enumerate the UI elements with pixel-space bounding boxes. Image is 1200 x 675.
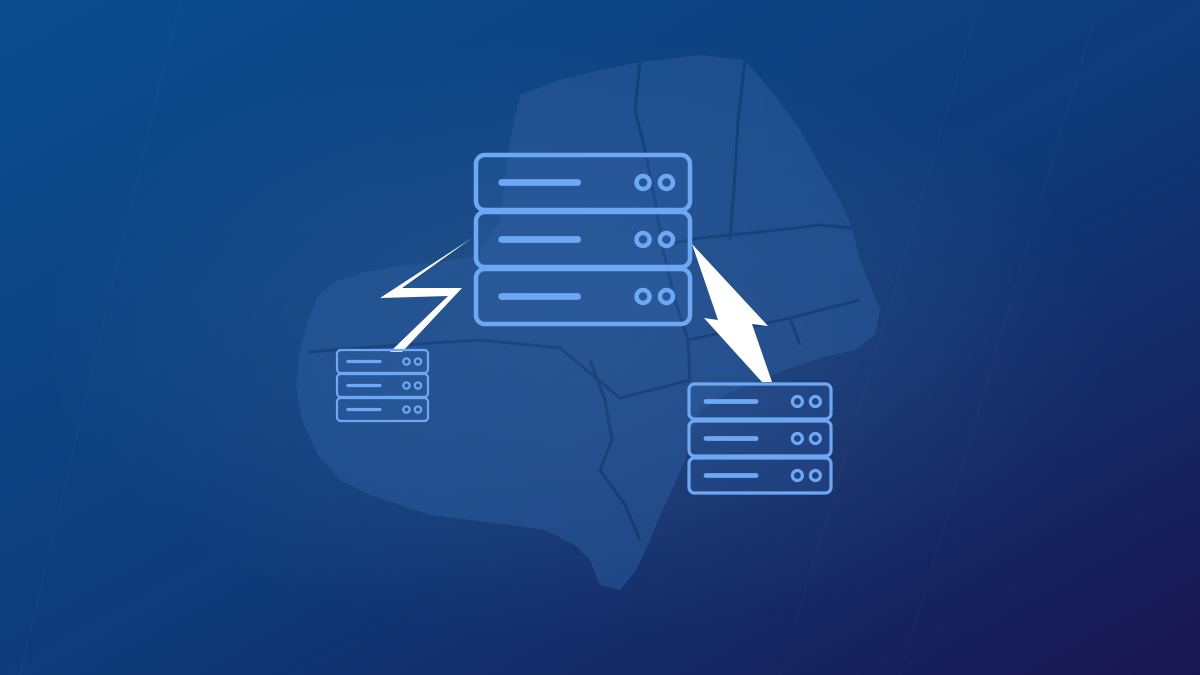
server-indicator-light xyxy=(657,230,676,249)
server-indicator-light xyxy=(413,405,423,414)
server-unit xyxy=(687,456,833,495)
server-indicator-light xyxy=(808,468,822,483)
server-indicator-light xyxy=(413,381,423,390)
server-rack-icon xyxy=(687,382,833,495)
server-unit xyxy=(687,419,833,458)
server-indicator-light xyxy=(808,431,822,446)
server-unit xyxy=(473,152,693,213)
background-streaks xyxy=(19,0,1101,675)
server-unit-frame xyxy=(473,266,693,327)
server-indicator-light xyxy=(402,381,411,390)
lightning-bolt-icon xyxy=(380,238,472,352)
server-indicator-light xyxy=(402,405,411,414)
server-unit xyxy=(335,396,430,423)
server-indicator-light xyxy=(413,357,423,366)
server-unit-frame xyxy=(335,396,430,423)
server-indicator-light xyxy=(634,287,652,306)
server-indicator-light xyxy=(808,394,822,409)
server-unit xyxy=(335,348,430,375)
server-indicator-light xyxy=(790,468,804,483)
server-rack-icon xyxy=(335,348,430,423)
server-unit-frame xyxy=(687,456,833,495)
server-unit xyxy=(687,382,833,421)
connections xyxy=(380,238,772,382)
server-indicator-light xyxy=(790,431,804,446)
servers xyxy=(335,152,833,495)
server-unit xyxy=(473,266,693,327)
server-indicator-light xyxy=(657,173,676,192)
server-unit-frame xyxy=(687,382,833,421)
map-state-borders xyxy=(307,59,861,541)
server-unit-frame xyxy=(687,419,833,458)
lightning-bolt-icon xyxy=(692,244,772,382)
server-indicator-light xyxy=(790,394,804,409)
server-indicator-light xyxy=(634,173,652,192)
server-rack-icon xyxy=(473,152,693,327)
server-unit xyxy=(335,372,430,399)
server-indicator-light xyxy=(634,230,652,249)
server-indicator-light xyxy=(402,357,411,366)
server-indicator-light xyxy=(657,287,676,306)
server-unit xyxy=(473,209,693,270)
